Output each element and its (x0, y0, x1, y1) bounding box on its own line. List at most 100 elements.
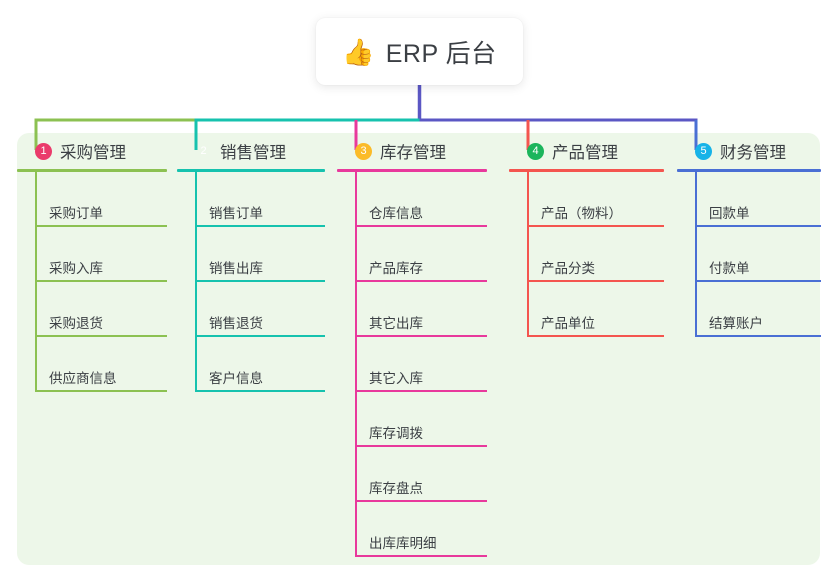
root-title: ERP 后台 (385, 39, 497, 68)
branch-item[interactable]: 产品库存 (355, 227, 487, 282)
branch-item-body: 产品库存 (355, 261, 487, 282)
branch-item-rule (355, 555, 487, 557)
branch-number-badge: 5 (695, 142, 712, 160)
thumbs-up-icon: 👍 (342, 36, 375, 67)
branch-item-label: 产品分类 (541, 261, 595, 276)
branch-title: 产品管理 (552, 144, 618, 162)
branch-item-label: 销售出库 (209, 261, 263, 276)
branch-item[interactable]: 采购入库 (35, 227, 167, 282)
branch-item-rule (527, 225, 664, 227)
branch-header-rule (677, 169, 821, 172)
branch-item[interactable]: 采购订单 (35, 172, 167, 227)
branch-item-body: 供应商信息 (35, 371, 167, 392)
branch-number-badge: 4 (527, 142, 544, 160)
branch-item[interactable]: 其它入库 (355, 337, 487, 392)
branch-item[interactable]: 仓库信息 (355, 172, 487, 227)
branch-item-rule (695, 280, 821, 282)
branch-item-body: 付款单 (695, 261, 821, 282)
branch-item-rule (355, 280, 487, 282)
branch-column-4: 4 产品管理产品（物料） 产品分类产品单位 (509, 133, 664, 337)
branch-item-body: 销售出库 (195, 261, 325, 282)
branch-item[interactable]: 其它出库 (355, 282, 487, 337)
branch-item-body: 采购入库 (35, 261, 167, 282)
branch-item-label: 采购退货 (49, 316, 103, 331)
branch-item-label: 回款单 (709, 206, 750, 221)
branch-item-rule (355, 335, 487, 337)
branch-item-body: 采购订单 (35, 206, 167, 227)
branch-item[interactable]: 供应商信息 (35, 337, 167, 392)
branch-header-4[interactable]: 4 产品管理 (509, 133, 664, 169)
branch-item[interactable]: 采购退货 (35, 282, 167, 337)
branch-item[interactable]: 结算账户 (695, 282, 821, 337)
branch-item-label: 产品（物料） (541, 206, 622, 221)
branch-item-body: 产品分类 (527, 261, 664, 282)
branch-item-label: 仓库信息 (369, 206, 423, 221)
branch-item-body: 销售订单 (195, 206, 325, 227)
branch-item-body: 回款单 (695, 206, 821, 227)
branch-item-body: 销售退货 (195, 316, 325, 337)
branch-spine (695, 172, 697, 337)
branch-item[interactable]: 客户信息 (195, 337, 325, 392)
branch-column-2: 2 销售管理销售订单销售出库销售退货客户信息 (177, 133, 325, 392)
branch-item[interactable]: 出库库明细 (355, 502, 487, 557)
branch-item-body: 库存盘点 (355, 481, 487, 502)
branch-item-label: 库存调拨 (369, 426, 423, 441)
branch-item-rule (195, 280, 325, 282)
branch-item-label: 采购订单 (49, 206, 103, 221)
branch-spine (355, 172, 357, 557)
branch-items: 采购订单采购入库采购退货供应商信息 (17, 172, 167, 392)
branch-item-body: 客户信息 (195, 371, 325, 392)
branch-items: 仓库信息产品库存其它出库其它入库库存调拨库存盘点出库库明细 (337, 172, 487, 557)
branch-item[interactable]: 回款单 (695, 172, 821, 227)
branch-item-label: 采购入库 (49, 261, 103, 276)
branch-items: 回款单付款单结算账户 (677, 172, 821, 337)
branch-item-label: 其它出库 (369, 316, 423, 331)
branch-item[interactable]: 库存调拨 (355, 392, 487, 447)
branch-header-5[interactable]: 5 财务管理 (677, 133, 821, 169)
branch-number-badge: 3 (355, 142, 372, 160)
branch-column-5: 5 财务管理回款单付款单结算账户 (677, 133, 821, 337)
branch-item-body: 仓库信息 (355, 206, 487, 227)
branch-title: 财务管理 (720, 144, 786, 162)
branch-item-body: 结算账户 (695, 316, 821, 337)
branch-item-label: 销售订单 (209, 206, 263, 221)
branch-item-rule (527, 280, 664, 282)
branch-item-label: 结算账户 (709, 316, 763, 331)
branch-spine (527, 172, 529, 337)
branch-item[interactable]: 产品分类 (527, 227, 664, 282)
branch-number-badge: 2 (200, 144, 207, 157)
branch-item-rule (695, 225, 821, 227)
branch-number-badge: 1 (35, 142, 52, 160)
branch-item-label: 产品库存 (369, 261, 423, 276)
branch-spine (195, 172, 197, 392)
branch-item[interactable]: 销售退货 (195, 282, 325, 337)
branch-item-rule (355, 445, 487, 447)
branch-items: 销售订单销售出库销售退货客户信息 (177, 172, 325, 392)
branch-item-rule (355, 500, 487, 502)
branch-item-rule (355, 390, 487, 392)
branch-header-2[interactable]: 2 销售管理 (177, 133, 325, 169)
root-node[interactable]: 👍 ERP 后台 (316, 18, 523, 85)
branch-item-rule (195, 225, 325, 227)
branch-title: 销售管理 (220, 144, 286, 162)
branch-header-rule (177, 169, 325, 172)
branch-header-rule (17, 169, 167, 172)
branch-item[interactable]: 付款单 (695, 227, 821, 282)
branch-item-label: 库存盘点 (369, 481, 423, 496)
branch-header-rule (337, 169, 487, 172)
branch-item-rule (355, 225, 487, 227)
branch-item-rule (195, 335, 325, 337)
branch-item[interactable]: 产品单位 (527, 282, 664, 337)
branch-item[interactable]: 销售出库 (195, 227, 325, 282)
branch-item[interactable]: 销售订单 (195, 172, 325, 227)
branches-panel (17, 133, 820, 565)
branch-item-body: 产品（物料） (527, 206, 664, 227)
branch-item-rule (195, 390, 325, 392)
branch-item[interactable]: 库存盘点 (355, 447, 487, 502)
branch-item-body: 采购退货 (35, 316, 167, 337)
branch-item[interactable]: 产品（物料） (527, 172, 664, 227)
